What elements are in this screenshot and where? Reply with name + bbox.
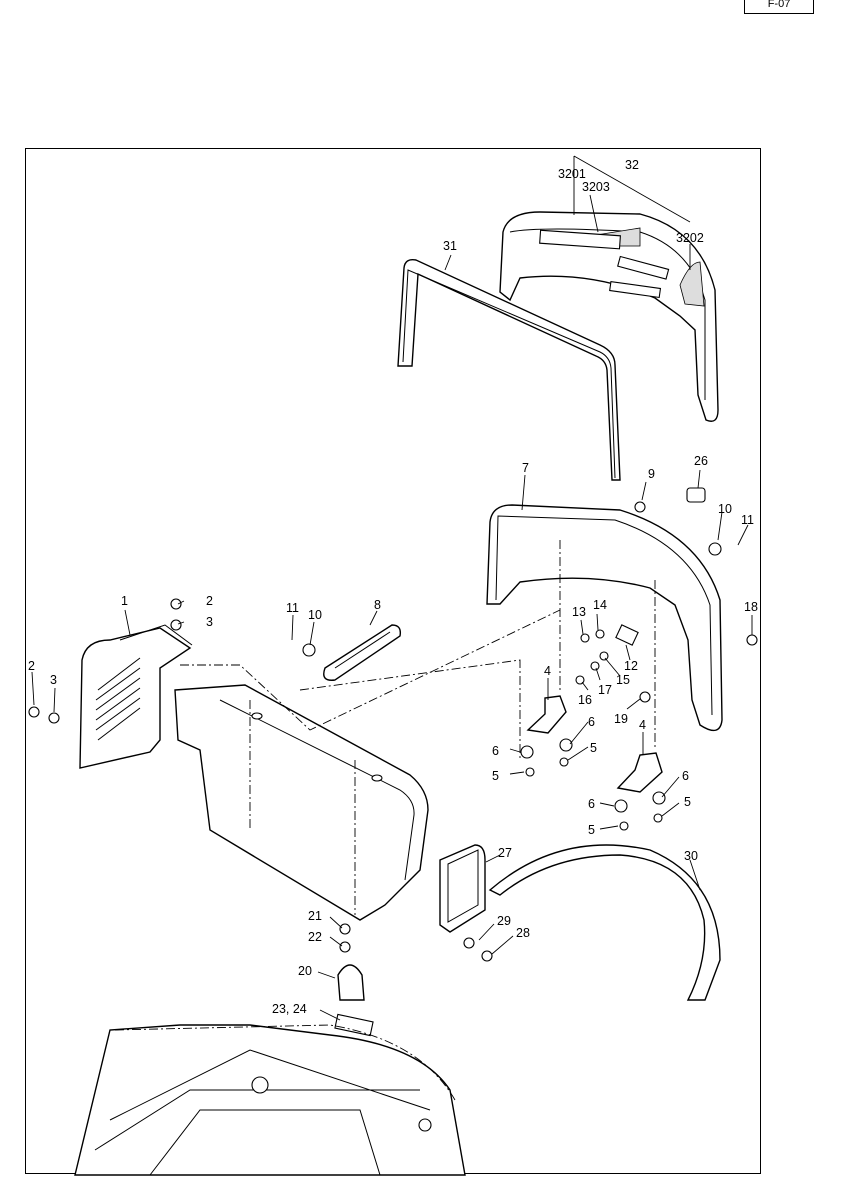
hinge-4-left [526,695,567,734]
leader-lines [31,155,753,1021]
callout-5-d: 5 [684,795,691,809]
callout-7: 7 [522,461,529,475]
hardware-fasteners [28,487,758,1037]
callout-21: 21 [308,909,322,923]
callout-1: 1 [121,594,128,608]
callout-3202: 3202 [676,231,704,245]
callout-32: 32 [625,158,639,172]
callout-14: 14 [593,598,607,612]
callout-19: 19 [614,712,628,726]
side-grille-27 [439,844,486,933]
callout-5: 5 [492,769,499,783]
callout-5-b: 5 [590,741,597,755]
edge-seal-30 [488,844,721,1001]
callout-31: 31 [443,239,457,253]
callout-20: 20 [298,964,312,978]
callout-2-left: 2 [28,659,35,673]
callout-28: 28 [516,926,530,940]
callout-9: 9 [648,467,655,481]
callout-29: 29 [497,914,511,928]
callout-26: 26 [694,454,708,468]
callout-17: 17 [598,683,612,697]
callout-5-c: 5 [588,823,595,837]
callout-6-b: 6 [492,744,499,758]
callout-labels: 32 3201 3203 3202 31 7 9 26 10 11 18 1 2… [28,158,758,1016]
callout-6-c: 6 [682,769,689,783]
callout-27: 27 [498,846,512,860]
callout-10: 10 [718,502,732,516]
base-chassis-frame [74,1024,466,1176]
main-cover-7 [486,504,723,750]
callout-3-left: 3 [50,673,57,687]
bracket-bar-8 [323,624,402,681]
callout-30: 30 [684,849,698,863]
callout-13: 13 [572,605,586,619]
grille-panel-1 [79,624,193,769]
hinge-4-right [616,752,663,793]
callout-3203: 3203 [582,180,610,194]
callout-2: 2 [206,594,213,608]
callout-18: 18 [744,600,758,614]
callout-8: 8 [374,598,381,612]
callout-23-24: 23, 24 [272,1002,307,1016]
callout-11: 11 [741,513,754,527]
callout-3201: 3201 [558,167,586,181]
callout-6-d: 6 [588,797,595,811]
callout-3: 3 [206,615,213,629]
callout-12: 12 [624,659,638,673]
callout-11-left: 11 [286,601,299,615]
page-number-tab: F-07 [744,0,814,14]
callout-22: 22 [308,930,322,944]
top-cover-32 [499,211,719,422]
callout-6: 6 [588,715,595,729]
main-body-panel [174,609,561,921]
callout-4: 4 [544,664,551,678]
frame-seal-31 [397,258,621,481]
callout-10-left: 10 [308,608,322,622]
callout-16: 16 [578,693,592,707]
callout-4-b: 4 [639,718,646,732]
callout-15: 15 [616,673,630,687]
